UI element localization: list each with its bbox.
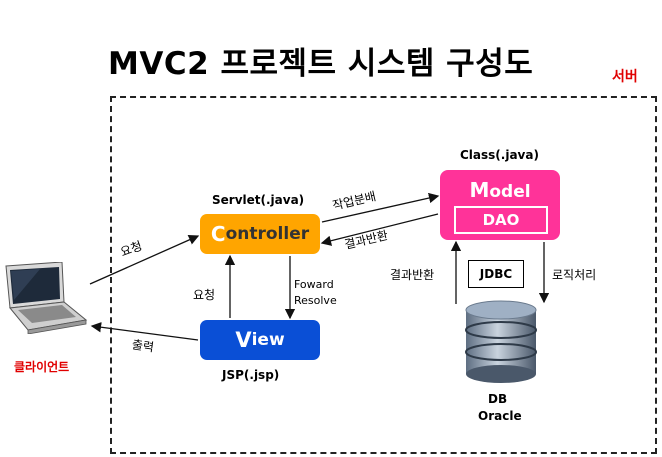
- controller-caption: Servlet(.java): [212, 193, 305, 207]
- jdbc-box: JDBC: [468, 260, 524, 288]
- controller-label: ontroller: [225, 224, 310, 244]
- arrow-controller-to-model: [321, 192, 440, 223]
- laptop-icon: [0, 261, 92, 338]
- view-initial: V: [235, 328, 252, 352]
- controller-initial: C: [210, 222, 226, 246]
- label-result-model: 결과반환: [390, 268, 435, 282]
- model-caption: Class(.java): [460, 148, 539, 162]
- model-initial: M: [469, 178, 490, 202]
- page-title: MVC2 프로젝트 시스템 구성도: [108, 46, 534, 82]
- model-title: Model: [440, 178, 560, 202]
- db-label: DB: [488, 392, 508, 406]
- database-icon: [462, 300, 540, 388]
- arrow-client-to-controller: [89, 234, 200, 285]
- label-resolve: Resolve: [294, 294, 337, 307]
- label-output: 출력: [131, 337, 155, 355]
- model-box: Model DAO: [440, 170, 560, 240]
- label-logic-process: 로직처리: [552, 268, 597, 282]
- label-request-view: 요청: [193, 288, 216, 302]
- view-label: iew: [251, 330, 285, 350]
- label-forward: Foward: [294, 278, 334, 291]
- client-label: 클라이언트: [14, 360, 70, 374]
- arrow-model-to-controller: [320, 213, 439, 246]
- view-caption: JSP(.jsp): [222, 368, 280, 382]
- model-label: odel: [489, 182, 531, 202]
- server-label: 서버: [612, 69, 638, 85]
- arrow-view-to-client: [90, 322, 199, 341]
- dao-box: DAO: [454, 206, 548, 234]
- db-sublabel: Oracle: [478, 409, 522, 423]
